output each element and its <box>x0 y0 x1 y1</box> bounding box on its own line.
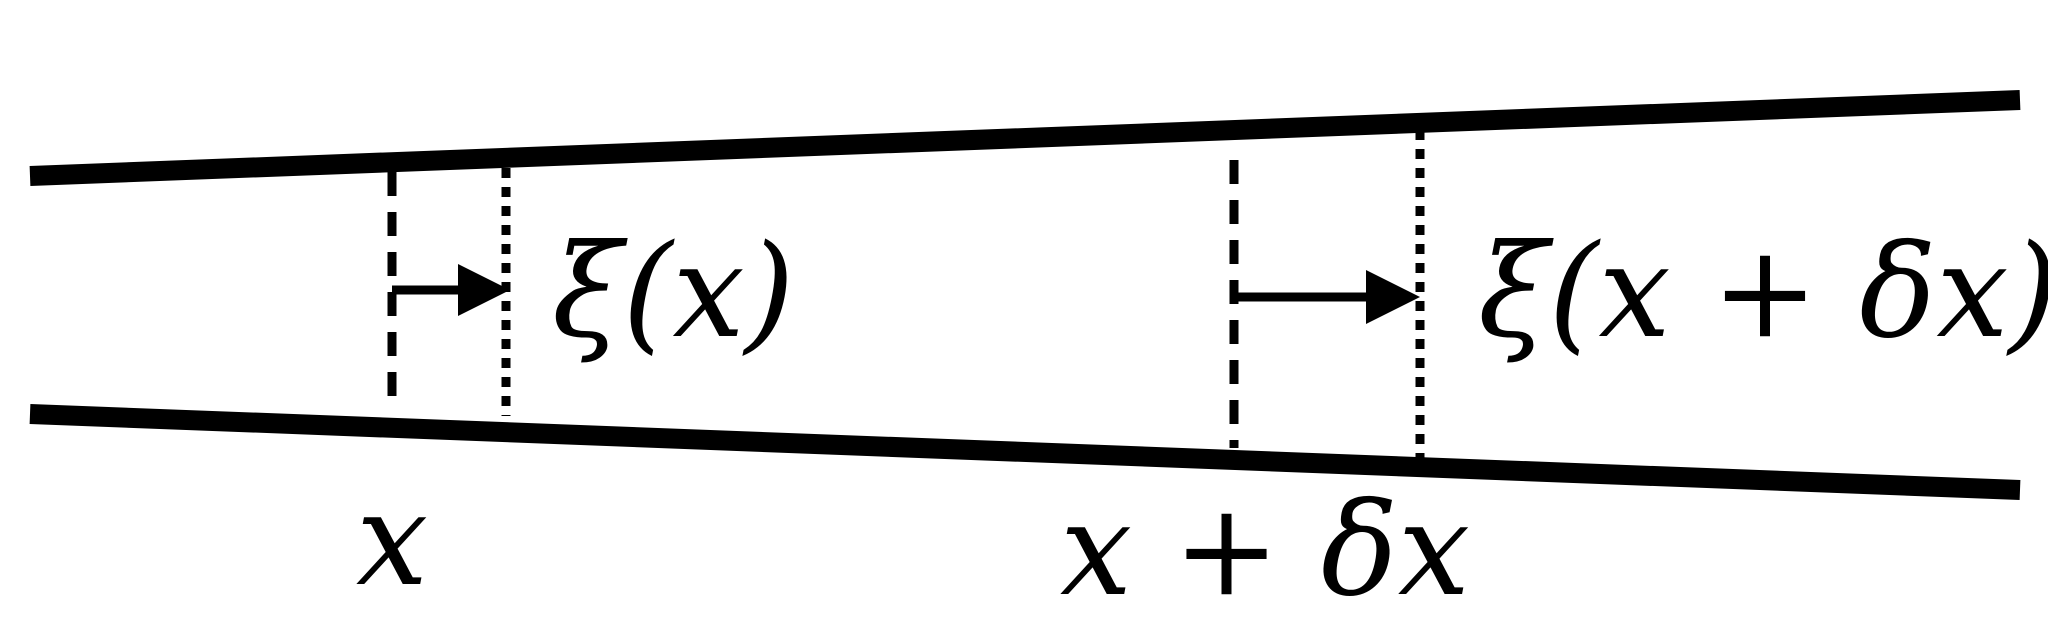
label-xi-x-dx: ξ(x + δx) <box>1478 218 2048 367</box>
label-xi-x: ξ(x) <box>552 218 795 367</box>
displacement-arrowhead-x-dx <box>1366 270 1420 324</box>
label-x: x <box>356 466 428 615</box>
tube-upper-wall <box>29 90 2021 186</box>
label-x-dx: x + δx <box>1060 476 1470 625</box>
displacement-arrowhead-x <box>458 264 510 316</box>
tube-lower-wall <box>29 404 2021 500</box>
